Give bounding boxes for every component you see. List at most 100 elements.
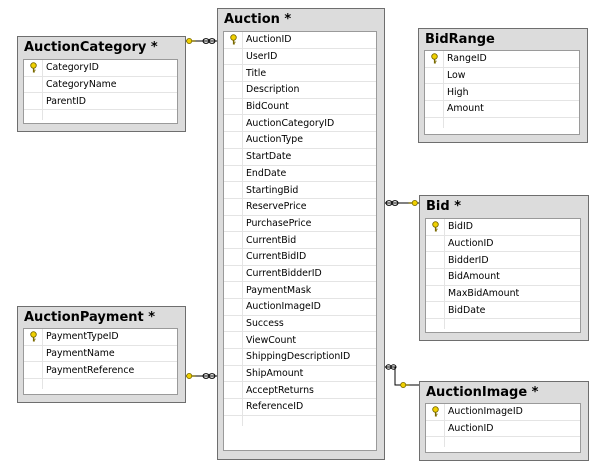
column-row[interactable]: AcceptReturns bbox=[224, 382, 376, 400]
column-name: CurrentBidID bbox=[246, 251, 307, 263]
column-row[interactable]: PurchasePrice bbox=[224, 215, 376, 233]
table-title: BidRange bbox=[425, 32, 495, 47]
row-selector bbox=[426, 285, 445, 302]
row-selector bbox=[24, 345, 43, 362]
row-selector bbox=[24, 60, 43, 76]
column-row[interactable]: BidderID bbox=[426, 252, 580, 270]
column-row[interactable]: Amount bbox=[425, 101, 579, 118]
column-row[interactable]: ReferenceID bbox=[224, 399, 376, 416]
column-row[interactable]: AuctionImageID bbox=[426, 404, 580, 421]
column-row[interactable]: AuctionCategoryID bbox=[224, 115, 376, 133]
column-name: StartDate bbox=[246, 151, 292, 163]
column-name: CurrentBidderID bbox=[246, 267, 322, 279]
row-selector bbox=[426, 404, 445, 420]
row-selector bbox=[24, 362, 43, 379]
column-row[interactable]: UserID bbox=[224, 48, 376, 66]
row-selector bbox=[426, 235, 445, 252]
column-name: PaymentName bbox=[46, 348, 115, 360]
row-selector bbox=[224, 349, 243, 365]
column-row[interactable]: CategoryName bbox=[24, 76, 177, 94]
row-selector bbox=[224, 282, 243, 298]
row-selector bbox=[425, 117, 444, 128]
column-row[interactable]: ReservePrice bbox=[224, 198, 376, 216]
column-name: PaymentReference bbox=[46, 364, 135, 376]
row-selector bbox=[426, 219, 445, 235]
column-name: EndDate bbox=[246, 167, 287, 179]
column-row[interactable]: CurrentBidderID bbox=[224, 265, 376, 283]
column-row[interactable]: Description bbox=[224, 82, 376, 99]
column-row[interactable]: CurrentBid bbox=[224, 232, 376, 249]
column-row[interactable]: MaxBidAmount bbox=[426, 285, 580, 303]
column-row[interactable]: AuctionID bbox=[426, 420, 580, 438]
column-name: PurchasePrice bbox=[246, 217, 312, 229]
row-selector bbox=[224, 165, 243, 182]
column-row[interactable]: AuctionID bbox=[426, 235, 580, 253]
column-row[interactable]: Low bbox=[425, 67, 579, 85]
row-selector bbox=[426, 269, 445, 285]
column-row[interactable]: AuctionImageID bbox=[224, 299, 376, 316]
key-icon bbox=[431, 221, 439, 232]
row-selector bbox=[224, 365, 243, 382]
column-row[interactable]: ParentID bbox=[24, 93, 177, 111]
column-row[interactable]: Title bbox=[224, 65, 376, 83]
column-name: ReferenceID bbox=[246, 401, 304, 413]
column-name: BidderID bbox=[448, 254, 489, 266]
column-row[interactable]: CategoryID bbox=[24, 60, 177, 77]
key-icon bbox=[430, 53, 438, 64]
column-name: ParentID bbox=[46, 95, 86, 107]
column-name: BidDate bbox=[448, 304, 486, 316]
row-selector bbox=[224, 415, 243, 426]
column-row[interactable]: PaymentReference bbox=[24, 362, 177, 380]
column-name: Title bbox=[246, 67, 267, 79]
column-row[interactable]: BidCount bbox=[224, 98, 376, 116]
row-selector bbox=[425, 51, 444, 67]
column-row[interactable]: ShippingDescriptionID bbox=[224, 349, 376, 366]
table-title: AuctionCategory * bbox=[24, 40, 158, 55]
column-name: BidAmount bbox=[448, 271, 500, 283]
row-selector bbox=[425, 67, 444, 84]
column-row[interactable]: PaymentMask bbox=[224, 282, 376, 299]
column-row[interactable]: StartingBid bbox=[224, 182, 376, 199]
row-selector bbox=[224, 198, 243, 215]
key-icon bbox=[186, 38, 196, 44]
row-selector bbox=[224, 65, 243, 82]
row-selector bbox=[426, 252, 445, 269]
key-icon bbox=[431, 406, 439, 417]
column-row[interactable]: BidAmount bbox=[426, 269, 580, 286]
row-selector bbox=[24, 329, 43, 345]
column-row[interactable]: Success bbox=[224, 315, 376, 333]
column-row[interactable]: AuctionID bbox=[224, 32, 376, 49]
column-row[interactable]: CurrentBidID bbox=[224, 248, 376, 266]
column-row[interactable]: EndDate bbox=[224, 165, 376, 183]
column-row[interactable]: BidDate bbox=[426, 302, 580, 320]
column-row[interactable]: AuctionType bbox=[224, 132, 376, 149]
column-row[interactable]: BidID bbox=[426, 219, 580, 236]
column-row[interactable]: ShipAmount bbox=[224, 365, 376, 383]
infinity-icon bbox=[202, 38, 216, 44]
column-row[interactable]: RangeID bbox=[425, 51, 579, 68]
column-row[interactable]: PaymentName bbox=[24, 345, 177, 363]
column-row[interactable]: StartDate bbox=[224, 148, 376, 166]
row-selector bbox=[425, 101, 444, 117]
column-row[interactable]: ViewCount bbox=[224, 332, 376, 350]
row-selector bbox=[224, 399, 243, 415]
row-selector bbox=[224, 182, 243, 198]
key-icon bbox=[29, 62, 37, 73]
row-selector bbox=[224, 265, 243, 282]
row-selector bbox=[224, 248, 243, 265]
column-name: PaymentTypeID bbox=[46, 331, 119, 343]
row-selector bbox=[224, 132, 243, 148]
empty-row bbox=[224, 415, 376, 426]
column-row[interactable]: PaymentTypeID bbox=[24, 329, 177, 346]
column-row[interactable]: High bbox=[425, 84, 579, 102]
